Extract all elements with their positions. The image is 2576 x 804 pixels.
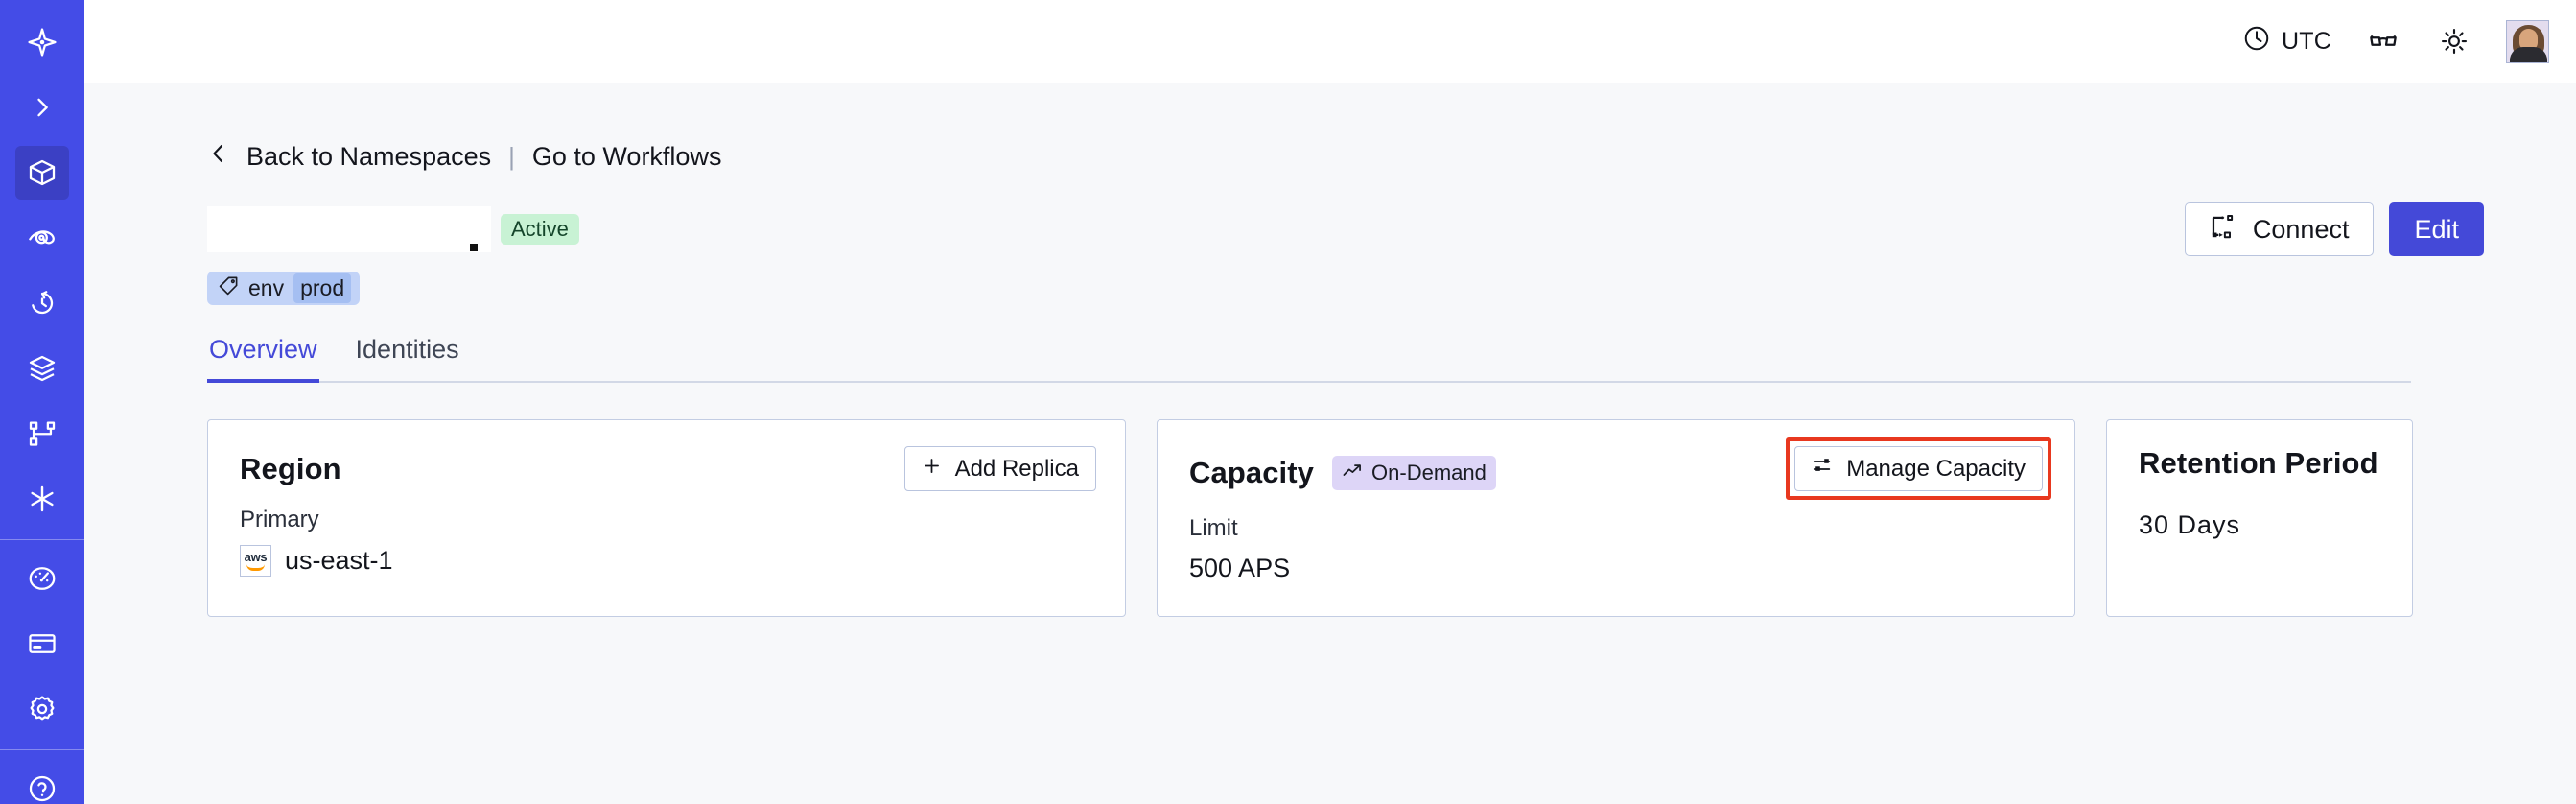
tag-value: prod <box>293 273 352 303</box>
capacity-card: Capacity On-Demand <box>1157 419 2075 617</box>
content-area: Back to Namespaces | Go to Workflows Act… <box>84 83 2576 804</box>
gear-settings-icon <box>27 694 58 724</box>
page-title-row: Active <box>207 202 2484 256</box>
connect-flow-icon <box>2210 213 2236 247</box>
retention-card: Retention Period 30 Days <box>2106 419 2413 617</box>
tab-overview[interactable]: Overview <box>207 335 319 383</box>
capacity-mode-label: On-Demand <box>1371 461 1487 485</box>
region-card-action: Add Replica <box>903 446 1096 491</box>
retention-card-header: Retention Period <box>2139 446 2383 481</box>
sidebar-item-history[interactable] <box>15 276 69 330</box>
capacity-card-header: Capacity On-Demand <box>1189 437 2051 500</box>
temporal-logo-icon[interactable] <box>15 15 69 69</box>
sidebar-item-layers[interactable] <box>15 342 69 395</box>
capacity-limit-label: Limit <box>1189 515 1238 541</box>
namespace-tag[interactable]: env prod <box>207 272 361 305</box>
sun-light-theme-icon[interactable] <box>2435 22 2473 60</box>
gauge-usage-icon <box>27 563 58 594</box>
plus-icon <box>922 456 942 483</box>
main-pane: UTC <box>84 0 2576 804</box>
connect-button-label: Connect <box>2252 214 2350 244</box>
asterisk-icon <box>27 484 58 514</box>
aws-logo-text: aws <box>244 550 268 564</box>
breadcrumb-back-link[interactable]: Back to Namespaces <box>246 142 492 171</box>
manage-capacity-button[interactable]: Manage Capacity <box>1794 446 2043 491</box>
eye-observability-icon <box>27 223 58 253</box>
tag-key: env <box>248 275 285 300</box>
connect-button[interactable]: Connect <box>2184 202 2375 256</box>
page-title-redacted <box>207 206 491 252</box>
sidebar-item-observability[interactable] <box>15 211 69 265</box>
avatar[interactable] <box>2506 19 2549 63</box>
avatar-body <box>2510 46 2547 62</box>
tab-bar: Overview Identities <box>207 333 2411 383</box>
manage-capacity-label: Manage Capacity <box>1846 455 2026 482</box>
overview-cards: Region Add Replica <box>207 419 2484 617</box>
sidebar-divider-2 <box>0 749 84 750</box>
credit-card-billing-icon <box>27 628 58 659</box>
sidebar-item-billing[interactable] <box>15 617 69 671</box>
manage-capacity-highlight: Manage Capacity <box>1786 437 2051 500</box>
timezone-label: UTC <box>2282 27 2331 55</box>
breadcrumb: Back to Namespaces | Go to Workflows <box>207 139 2484 175</box>
glasses-reading-mode-icon[interactable] <box>2364 22 2402 60</box>
sidebar-item-settings[interactable] <box>15 682 69 736</box>
tab-identities[interactable]: Identities <box>355 335 459 364</box>
sliders-icon <box>1812 455 1833 483</box>
top-header-bar: UTC <box>84 0 2576 83</box>
edit-button[interactable]: Edit <box>2389 202 2484 256</box>
clock-rewind-history-icon <box>27 288 58 319</box>
region-card-title: Region <box>240 451 341 485</box>
retention-card-title: Retention Period <box>2139 446 2378 480</box>
trending-up-icon <box>1342 461 1363 485</box>
cube-namespaces-icon <box>27 157 58 188</box>
capacity-limit-value: 500 APS <box>1189 554 1291 582</box>
region-card: Region Add Replica <box>207 419 1126 617</box>
page-title-glyph-remnant <box>470 244 478 251</box>
capacity-mode-badge: On-Demand <box>1332 456 1496 490</box>
header-actions: Connect Edit <box>2184 202 2484 256</box>
breadcrumb-separator: | <box>508 142 515 171</box>
retention-value: 30 Days <box>2139 510 2241 539</box>
clock-icon <box>2242 24 2271 59</box>
git-branch-workflows-icon <box>27 418 58 449</box>
sidebar-item-namespaces[interactable] <box>15 146 69 200</box>
sidebar-item-usage[interactable] <box>15 552 69 605</box>
sidebar-item-workflows[interactable] <box>15 407 69 461</box>
layers-stack-icon <box>27 353 58 384</box>
status-badge: Active <box>501 214 579 245</box>
breadcrumb-workflows-link[interactable]: Go to Workflows <box>531 142 722 171</box>
chevron-right-expand-icon[interactable] <box>15 81 69 134</box>
sidebar-divider-1 <box>0 539 84 540</box>
capacity-card-title: Capacity <box>1189 456 1315 489</box>
main-sidebar <box>0 0 84 804</box>
top-header-actions: UTC <box>2242 19 2549 63</box>
help-circle-icon <box>27 773 58 804</box>
region-card-header: Region Add Replica <box>240 446 1096 491</box>
region-value-row: aws us-east-1 <box>240 545 1096 577</box>
avatar-face <box>2519 28 2538 51</box>
aws-logo-icon: aws <box>240 545 271 577</box>
timezone-selector[interactable]: UTC <box>2242 24 2331 59</box>
add-replica-label: Add Replica <box>954 455 1079 482</box>
region-value: us-east-1 <box>285 546 393 575</box>
tag-icon <box>218 275 239 302</box>
sidebar-item-help[interactable] <box>15 762 69 804</box>
sidebar-item-asterisk[interactable] <box>15 472 69 526</box>
aws-logo-smile <box>246 564 265 571</box>
chevron-left-icon[interactable] <box>207 139 230 175</box>
add-replica-button[interactable]: Add Replica <box>903 446 1096 491</box>
region-primary-label: Primary <box>240 507 319 532</box>
